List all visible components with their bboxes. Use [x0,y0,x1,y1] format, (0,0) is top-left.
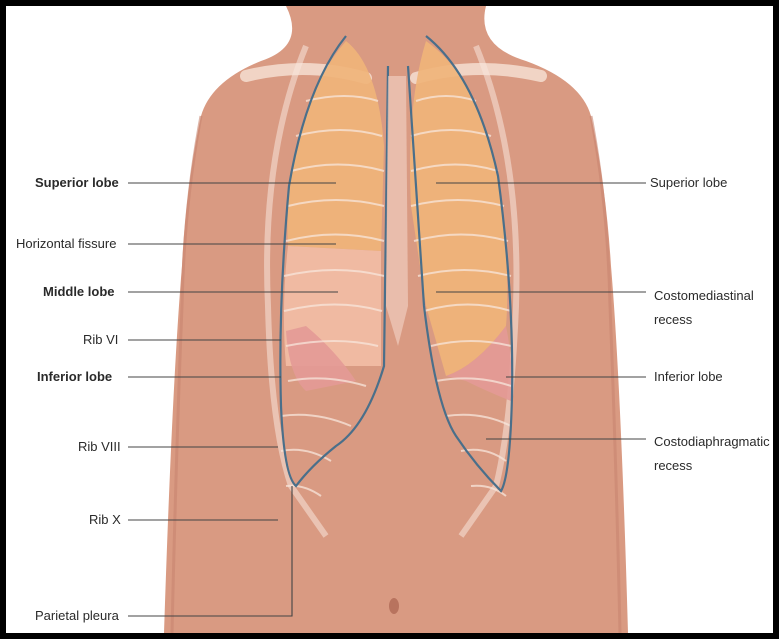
label-rib-x: Rib X [89,511,121,528]
label-costomediastinal-recess: Costomediastinal recess [654,284,764,332]
label-inferior-lobe-left: Inferior lobe [37,368,112,385]
label-costodiaphragmatic-recess: Costodiaphragmatic recess [654,430,769,478]
label-inferior-lobe-right: Inferior lobe [654,368,723,385]
navel [389,598,399,614]
sternum [386,76,408,346]
label-rib-viii: Rib VIII [78,438,121,455]
label-superior-lobe-right: Superior lobe [650,174,727,191]
label-horizontal-fissure: Horizontal fissure [16,235,116,252]
label-parietal-pleura: Parietal pleura [35,607,119,624]
label-rib-vi: Rib VI [83,331,118,348]
label-middle-lobe: Middle lobe [43,283,115,300]
diagram-canvas: Superior lobe Horizontal fissure Middle … [6,6,773,633]
label-superior-lobe-left: Superior lobe [35,174,119,191]
